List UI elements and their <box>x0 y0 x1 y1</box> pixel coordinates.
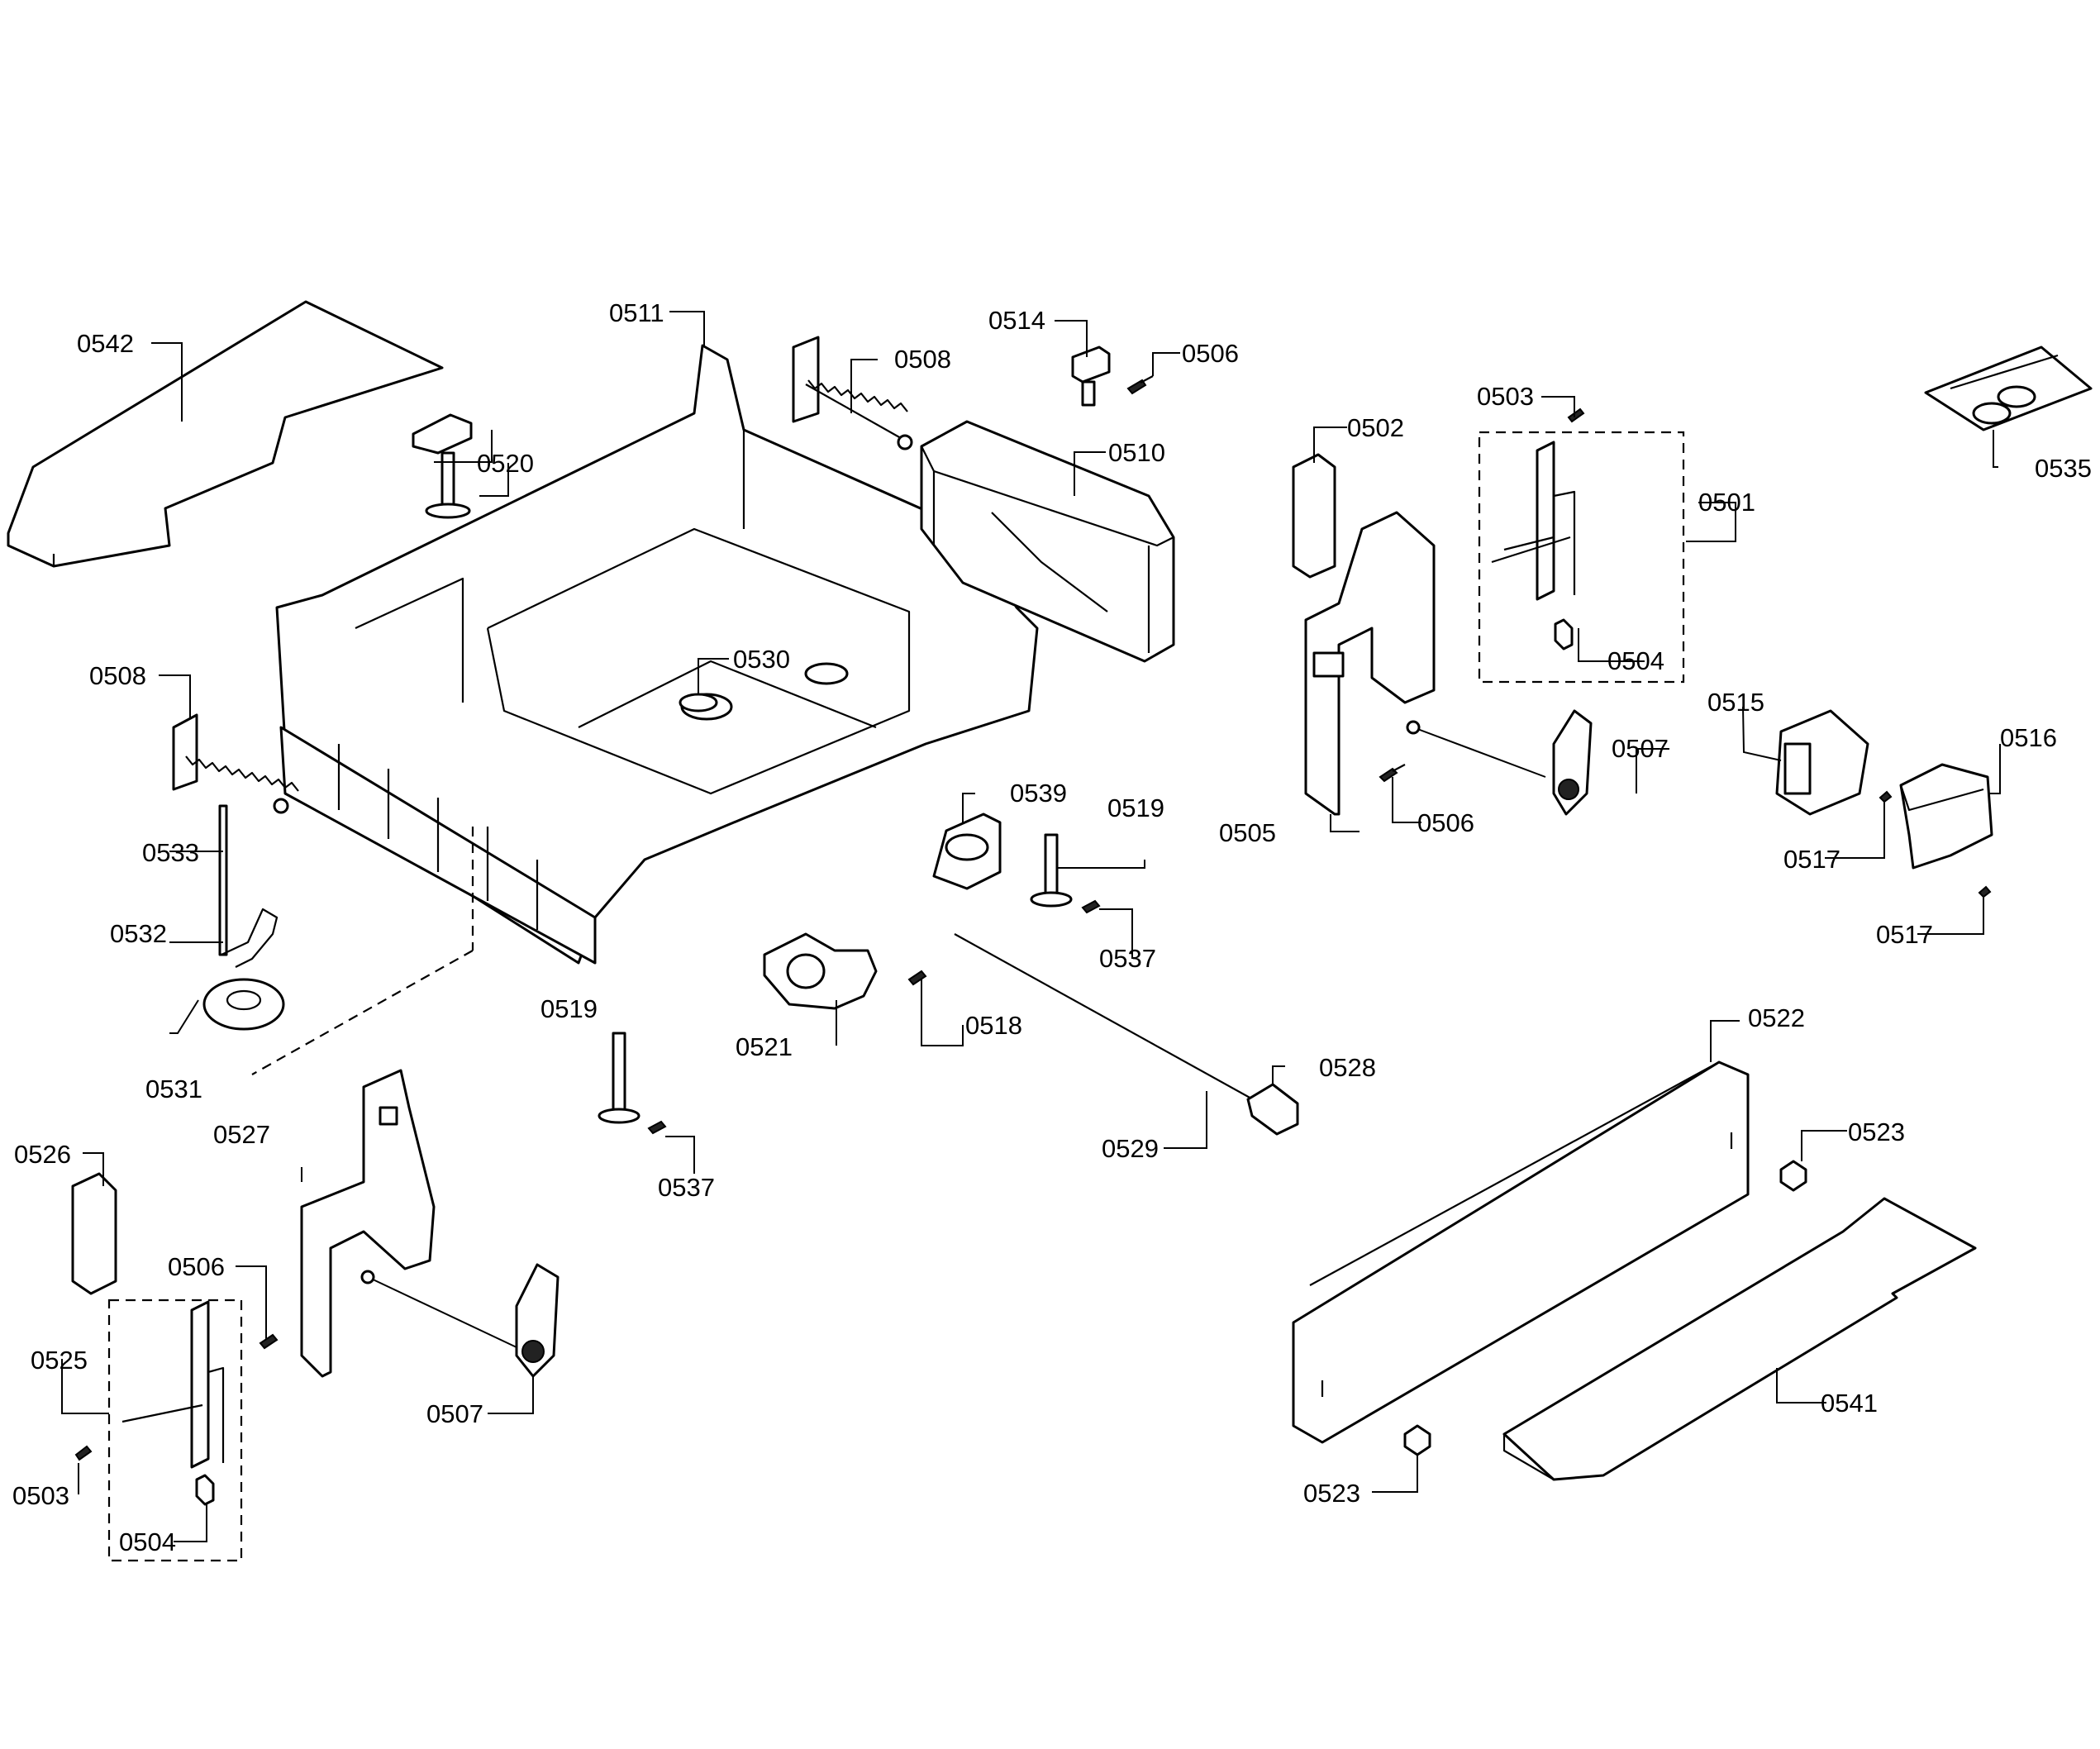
label-0520: 0520 <box>477 449 534 478</box>
label-0517-lower: 0517 <box>1876 920 1933 949</box>
part-0508-spring-lower <box>172 713 299 814</box>
label-0528: 0528 <box>1319 1053 1376 1082</box>
part-0522-kickplate <box>1292 1060 1750 1444</box>
label-0504-top: 0504 <box>1607 646 1664 675</box>
part-0537-screw-right <box>1081 899 1101 914</box>
label-0503-left: 0503 <box>12 1481 69 1510</box>
part-0506-screw-top <box>1126 375 1154 395</box>
label-0535: 0535 <box>2035 454 2092 483</box>
part-0539-pump <box>932 813 1002 890</box>
label-0523-left: 0523 <box>1303 1479 1360 1508</box>
label-0525: 0525 <box>31 1346 88 1375</box>
part-0514-sensor <box>1071 346 1111 407</box>
part-labels: 0542 0511 0514 0506 0508 0510 0520 0502 … <box>12 298 2092 1556</box>
part-0506-screw-left <box>259 1333 279 1350</box>
label-0508-left: 0508 <box>89 661 146 690</box>
part-0537-screw-lower <box>647 1120 667 1135</box>
label-0523-right: 0523 <box>1848 1118 1905 1146</box>
part-0529-rod <box>954 933 1261 1104</box>
label-0507-lower: 0507 <box>426 1399 483 1428</box>
label-0537-right: 0537 <box>1099 944 1156 973</box>
part-0521-inlet-valve <box>763 932 878 1010</box>
label-0521: 0521 <box>736 1032 793 1061</box>
part-0518-screw <box>907 970 927 986</box>
part-0523-screw-right <box>1779 1160 1807 1192</box>
part-0503-screw-left <box>74 1445 93 1461</box>
part-0530-float <box>679 693 718 712</box>
part-0533-rod <box>218 804 228 956</box>
label-0519-lower: 0519 <box>540 994 598 1023</box>
part-0503-screw-right <box>1567 407 1585 423</box>
part-0517-screw-upper <box>1879 790 1893 803</box>
part-0516-cover <box>1899 763 1993 870</box>
label-0503-top: 0503 <box>1477 382 1534 411</box>
label-0506-left: 0506 <box>168 1252 225 1281</box>
part-0525-hinge-assembly <box>107 1299 243 1562</box>
label-0508-top: 0508 <box>894 345 951 374</box>
label-0517-upper: 0517 <box>1783 845 1840 874</box>
part-0501-hinge-assembly <box>1478 431 1685 684</box>
part-0508-spring-upper <box>792 336 913 450</box>
part-0510-control-housing <box>920 420 1175 663</box>
label-0510: 0510 <box>1108 438 1165 467</box>
part-0519-leg-right <box>1030 833 1073 908</box>
part-0523-screw-left <box>1403 1424 1431 1456</box>
dashed-leader-lines <box>251 827 474 1075</box>
part-0517-screw-lower <box>1978 885 1992 898</box>
part-0502-clip <box>1292 453 1336 579</box>
label-0529: 0529 <box>1102 1134 1159 1163</box>
part-0506-screw-right <box>1379 764 1406 783</box>
label-0507-top: 0507 <box>1612 734 1669 763</box>
part-0531-wheel <box>202 978 285 1031</box>
label-0522: 0522 <box>1748 1003 1805 1032</box>
label-0515: 0515 <box>1707 688 1764 717</box>
label-0519-right: 0519 <box>1107 793 1164 822</box>
part-0542-insulation-panel <box>7 300 444 568</box>
part-0528-cap <box>1246 1083 1299 1136</box>
part-0541-bottom-panel <box>1502 1197 1977 1481</box>
label-0537-lower: 0537 <box>658 1173 715 1202</box>
leader-lines <box>61 311 2001 1542</box>
label-0501: 0501 <box>1698 488 1755 517</box>
part-0507-hinge-right <box>1406 709 1593 816</box>
label-0533: 0533 <box>142 838 199 867</box>
label-0502: 0502 <box>1347 413 1404 442</box>
label-0505: 0505 <box>1219 818 1276 847</box>
label-0539: 0539 <box>1010 779 1067 808</box>
label-0541: 0541 <box>1821 1389 1878 1418</box>
part-0511-base-tub <box>275 344 1039 965</box>
part-0505-side-bracket <box>1304 511 1436 816</box>
label-0542: 0542 <box>77 329 134 358</box>
part-0507-hinge-lower <box>360 1263 560 1378</box>
label-0506-right: 0506 <box>1417 808 1474 837</box>
label-0518: 0518 <box>965 1011 1022 1040</box>
part-0515-bracket <box>1775 709 1869 816</box>
label-0506-top: 0506 <box>1182 339 1239 368</box>
label-0526: 0526 <box>14 1140 71 1169</box>
part-0527-bracket <box>300 1069 436 1378</box>
label-0527: 0527 <box>213 1120 270 1149</box>
part-0520-adjustable-foot <box>412 413 473 519</box>
part-0532-bracket <box>221 908 279 968</box>
label-0514: 0514 <box>988 306 1045 335</box>
label-0516: 0516 <box>2000 723 2057 752</box>
label-0531: 0531 <box>145 1075 202 1103</box>
label-0504-left: 0504 <box>119 1527 176 1556</box>
label-0511: 0511 <box>609 298 664 327</box>
part-0535-board <box>1924 346 2093 431</box>
label-0530: 0530 <box>733 645 790 674</box>
label-0532: 0532 <box>110 919 167 948</box>
part-0519-leg-lower <box>598 1032 640 1124</box>
part-0526-clip <box>71 1172 117 1295</box>
